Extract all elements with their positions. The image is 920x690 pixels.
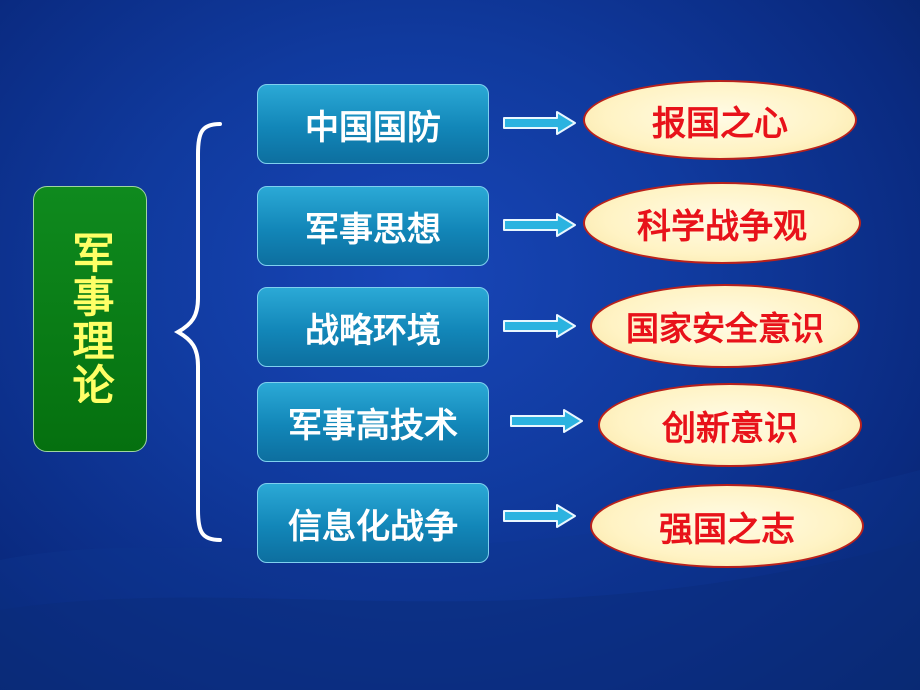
outcome-label: 强国之志 xyxy=(659,509,795,550)
outcome-ellipse-scientific-war-view: 科学战争观 xyxy=(583,182,861,264)
topic-box-military-high-tech: 军事高技术 xyxy=(257,382,489,462)
root-node-label: 军事理论 xyxy=(66,231,115,407)
topic-box-information-warfare: 信息化战争 xyxy=(257,483,489,563)
topic-label: 军事思想 xyxy=(305,209,441,250)
right-arrow-icon xyxy=(503,314,576,338)
curly-brace-connector xyxy=(173,122,222,542)
outcome-ellipse-innovation: 创新意识 xyxy=(598,383,862,467)
topic-box-national-defense: 中国国防 xyxy=(257,84,489,164)
right-arrow-icon xyxy=(503,504,576,528)
topic-box-strategic-environment: 战略环境 xyxy=(257,287,489,367)
topic-label: 军事高技术 xyxy=(288,405,458,446)
outcome-label: 国家安全意识 xyxy=(626,309,824,348)
right-arrow-icon xyxy=(503,111,576,135)
topic-label: 中国国防 xyxy=(305,107,441,148)
root-node-box: 军事理论 xyxy=(33,186,147,452)
outcome-label: 报国之心 xyxy=(652,103,788,144)
outcome-ellipse-patriotism: 报国之心 xyxy=(583,80,857,160)
topic-label: 战略环境 xyxy=(305,310,441,351)
right-arrow-icon xyxy=(510,409,583,433)
outcome-label: 创新意识 xyxy=(662,408,798,449)
topic-box-military-thought: 军事思想 xyxy=(257,186,489,266)
outcome-ellipse-national-security: 国家安全意识 xyxy=(590,284,860,368)
topic-label: 信息化战争 xyxy=(288,506,458,547)
right-arrow-icon xyxy=(503,213,576,237)
outcome-ellipse-strong-nation: 强国之志 xyxy=(590,484,864,568)
outcome-label: 科学战争观 xyxy=(637,206,807,247)
